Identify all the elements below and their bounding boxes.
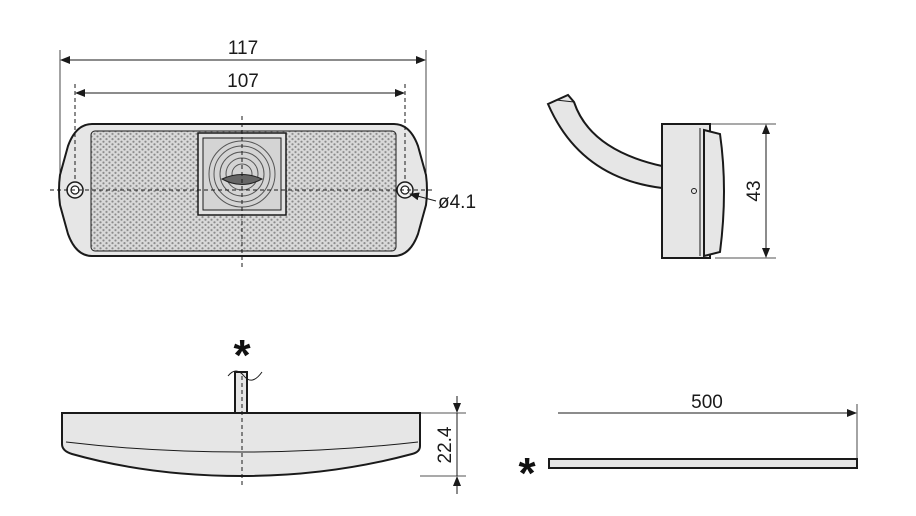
front-view: 117 107 ø4.1 bbox=[50, 38, 476, 270]
cable-hook bbox=[546, 93, 663, 190]
cable-marker-right: * bbox=[518, 449, 536, 498]
cable-break bbox=[227, 370, 263, 381]
dim-label-107: 107 bbox=[227, 71, 259, 92]
cable-view: * 500 bbox=[518, 392, 858, 498]
cable-body bbox=[548, 458, 858, 469]
dim-label-500: 500 bbox=[691, 392, 723, 413]
bottom-body bbox=[61, 412, 421, 478]
hole-leader bbox=[409, 192, 437, 202]
dim-label-hole: ø4.1 bbox=[438, 192, 476, 213]
side-lens bbox=[703, 128, 725, 258]
dim-label-117: 117 bbox=[228, 38, 258, 59]
dim-label-22-4: 22.4 bbox=[435, 426, 456, 463]
mounting-hole-right bbox=[396, 181, 414, 199]
cable-marker-top: * bbox=[233, 331, 251, 380]
bottom-view: * 22.4 bbox=[61, 331, 466, 494]
dim-label-43: 43 bbox=[744, 180, 765, 201]
side-view: 43 bbox=[546, 93, 776, 259]
side-housing bbox=[661, 123, 711, 259]
